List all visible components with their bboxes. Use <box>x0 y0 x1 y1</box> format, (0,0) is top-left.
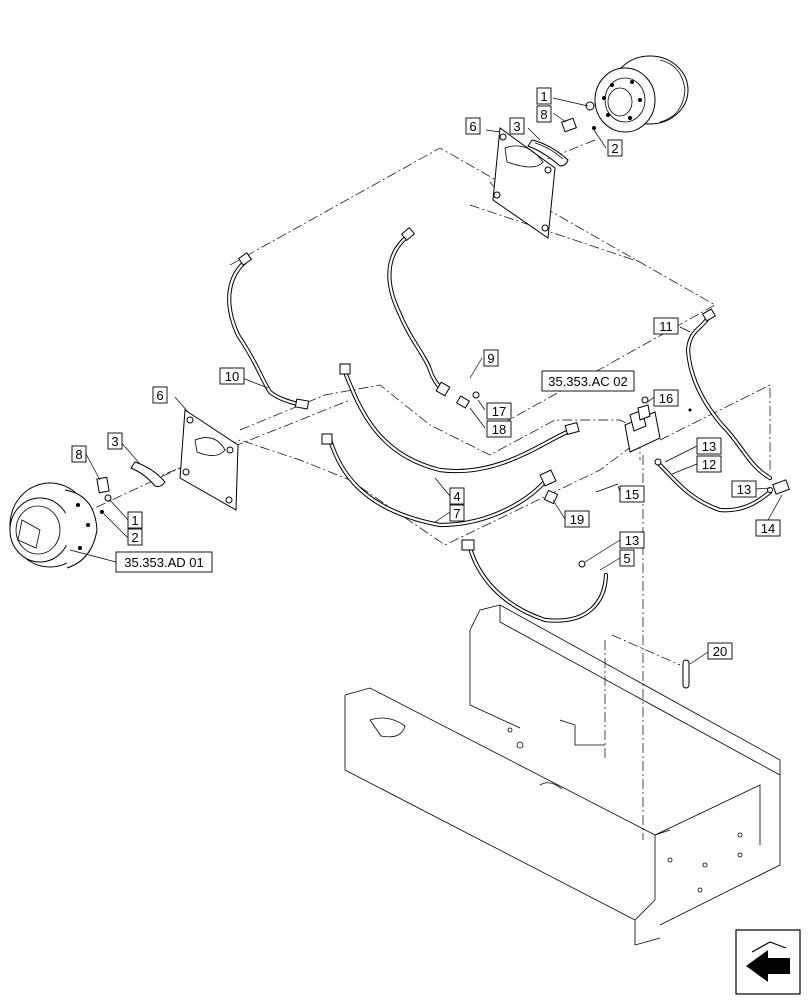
svg-text:2: 2 <box>131 530 138 545</box>
svg-text:7: 7 <box>453 506 460 521</box>
callout-13-b: 13 <box>731 480 757 498</box>
callout-15: 15 <box>619 485 645 503</box>
callout-14: 14 <box>755 519 781 537</box>
svg-text:35.353.AD 01: 35.353.AD 01 <box>124 555 204 570</box>
callout-3-top: 3 <box>509 117 525 135</box>
svg-text:12: 12 <box>702 457 716 472</box>
valve-block <box>624 396 692 453</box>
svg-text:8: 8 <box>75 447 82 462</box>
svg-text:1: 1 <box>540 89 547 104</box>
callout-7: 7 <box>449 504 465 522</box>
assembly-centerlines <box>79 139 771 840</box>
callout-5: 5 <box>619 549 635 567</box>
callout-12: 12 <box>696 455 722 473</box>
callout-labels: 1 8 3 6 2 11 9 10 16 17 18 6 3 8 13 12 4… <box>71 87 781 660</box>
callout-13-a: 13 <box>696 437 722 455</box>
seal-ring-left <box>130 461 166 487</box>
hoses <box>227 227 773 623</box>
callout-9: 9 <box>483 349 499 367</box>
svg-text:6: 6 <box>469 119 476 134</box>
adapter-plate-top <box>492 127 556 239</box>
svg-text:9: 9 <box>487 351 494 366</box>
callout-1-top: 1 <box>536 87 552 105</box>
svg-text:2: 2 <box>611 141 618 156</box>
svg-text:15: 15 <box>625 487 639 502</box>
svg-text:16: 16 <box>659 391 673 406</box>
callout-13-c: 13 <box>619 531 645 549</box>
reference-ac02[interactable]: 35.353.AC 02 <box>541 370 635 392</box>
callout-1-left: 1 <box>127 511 143 529</box>
callout-10: 10 <box>219 367 245 385</box>
svg-text:20: 20 <box>713 644 727 659</box>
callout-16: 16 <box>653 389 679 407</box>
svg-text:18: 18 <box>492 422 506 437</box>
chassis-frame <box>344 604 781 946</box>
svg-text:1: 1 <box>131 513 138 528</box>
callout-6-top: 6 <box>465 117 481 135</box>
callout-2-left: 2 <box>127 528 143 546</box>
svg-text:19: 19 <box>570 512 584 527</box>
drive-motor-top <box>594 55 689 133</box>
reference-ad01[interactable]: 35.353.AD 01 <box>115 551 213 573</box>
svg-text:3: 3 <box>513 119 520 134</box>
adapter-plate-left <box>179 409 239 511</box>
callout-8-left: 8 <box>71 445 87 463</box>
pin-part-20 <box>682 659 690 689</box>
callout-3-left: 3 <box>107 432 123 450</box>
arrow-navigation-icon[interactable] <box>735 929 801 995</box>
callout-4: 4 <box>449 487 465 505</box>
callout-17: 17 <box>486 402 512 420</box>
fitting-set-left <box>96 476 112 514</box>
svg-text:6: 6 <box>156 388 163 403</box>
callout-2-top: 2 <box>607 139 623 157</box>
callout-19: 19 <box>564 510 590 528</box>
svg-text:14: 14 <box>761 521 775 536</box>
svg-text:10: 10 <box>225 369 239 384</box>
svg-text:35.353.AC 02: 35.353.AC 02 <box>548 374 628 389</box>
callout-8-top: 8 <box>536 105 552 123</box>
fitting-set-top <box>561 101 596 133</box>
callout-6-left: 6 <box>152 386 168 404</box>
svg-text:13: 13 <box>702 439 716 454</box>
svg-text:3: 3 <box>111 434 118 449</box>
drive-motor-left <box>9 482 98 569</box>
svg-text:13: 13 <box>737 482 751 497</box>
svg-text:17: 17 <box>492 404 506 419</box>
leader-lines <box>69 97 783 665</box>
svg-text:8: 8 <box>540 107 547 122</box>
svg-text:11: 11 <box>659 319 673 334</box>
svg-text:13: 13 <box>625 533 639 548</box>
fittings-center <box>455 391 790 568</box>
callout-20: 20 <box>707 642 733 660</box>
callout-11: 11 <box>653 317 679 335</box>
svg-text:5: 5 <box>623 551 630 566</box>
callout-18: 18 <box>486 420 512 438</box>
svg-text:4: 4 <box>453 489 460 504</box>
seal-ring-top <box>527 139 569 167</box>
